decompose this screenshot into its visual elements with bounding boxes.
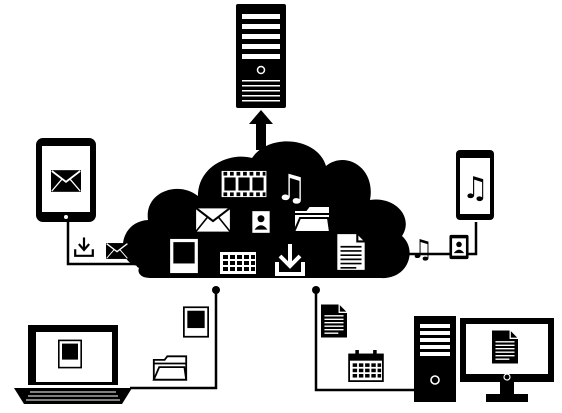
contact-card-icon xyxy=(249,206,273,238)
upload-arrow xyxy=(249,110,273,150)
music-note-icon: ♫ xyxy=(275,168,307,209)
music-note-icon: ♫ xyxy=(462,171,489,206)
server-tower xyxy=(236,4,286,108)
desktop-connector xyxy=(314,290,418,392)
photo-icon xyxy=(58,339,82,369)
smartphone: ♫ xyxy=(456,150,494,220)
mail-icon xyxy=(106,243,128,259)
tablet xyxy=(36,138,96,222)
mail-icon xyxy=(51,170,81,192)
download-icon xyxy=(272,242,308,278)
cloud: ♫ xyxy=(122,141,410,279)
document-icon xyxy=(321,304,347,338)
phone-connector xyxy=(402,222,478,256)
calendar-icon xyxy=(218,240,258,276)
laptop xyxy=(14,325,132,404)
calendar-icon xyxy=(348,350,384,382)
folder-icon xyxy=(152,355,188,381)
document-icon xyxy=(335,232,367,272)
download-icon xyxy=(73,236,95,258)
mail-icon xyxy=(194,206,232,234)
contact-card-icon xyxy=(449,234,469,260)
music-note-icon: ♫ xyxy=(410,235,433,265)
folder-icon xyxy=(293,205,331,233)
laptop-connector xyxy=(130,290,218,390)
tablet-connector xyxy=(66,222,140,266)
film-strip-icon xyxy=(220,170,268,198)
photo-icon xyxy=(183,306,209,338)
desktop-computer xyxy=(414,316,554,402)
photo-icon xyxy=(168,236,200,276)
document-icon xyxy=(492,330,518,364)
connector-lines xyxy=(66,222,478,392)
